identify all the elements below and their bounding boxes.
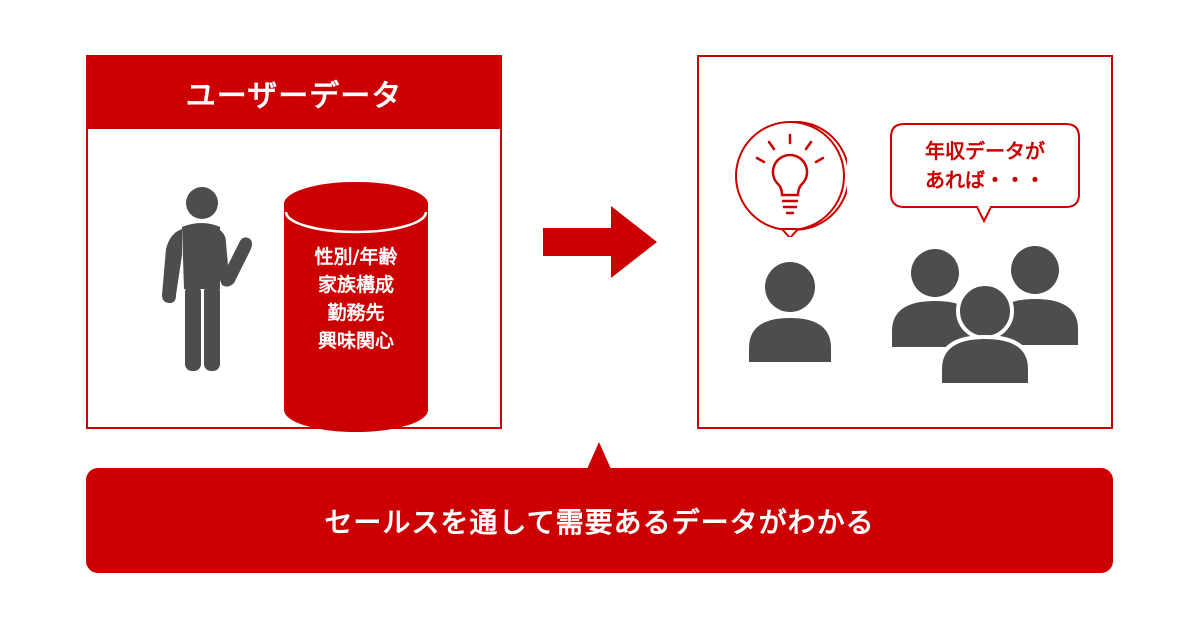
summary-banner	[86, 442, 1113, 573]
database-icon	[284, 182, 428, 432]
user-data-title: ユーザーデータ	[88, 57, 500, 129]
standing-person-icon	[162, 187, 252, 371]
speech-line: あれば・・・	[925, 168, 1045, 192]
insight-panel: 年収データが あれば・・・	[697, 55, 1113, 429]
speech-bubble-icon	[890, 123, 1080, 223]
right-arrow-icon	[543, 206, 657, 278]
summary-message: セールスを通して需要あるデータがわかる	[324, 506, 875, 539]
database-item: 興味関心	[317, 330, 394, 352]
lightbulb-icon	[735, 121, 847, 237]
database-item: 性別/年齢	[314, 246, 398, 268]
database-item: 勤務先	[327, 302, 385, 324]
people-group-icon	[892, 246, 1078, 385]
user-data-panel: ユーザーデータ 性別/年齢 家族構成 勤務先 興味関心	[86, 55, 502, 432]
person-icon	[749, 262, 831, 362]
speech-bubble-text: 年収データが あれば・・・	[890, 137, 1080, 195]
database-item: 家族構成	[317, 274, 394, 296]
database-items: 性別/年齢 家族構成 勤務先 興味関心	[284, 243, 428, 355]
speech-line: 年収データが	[925, 139, 1045, 163]
